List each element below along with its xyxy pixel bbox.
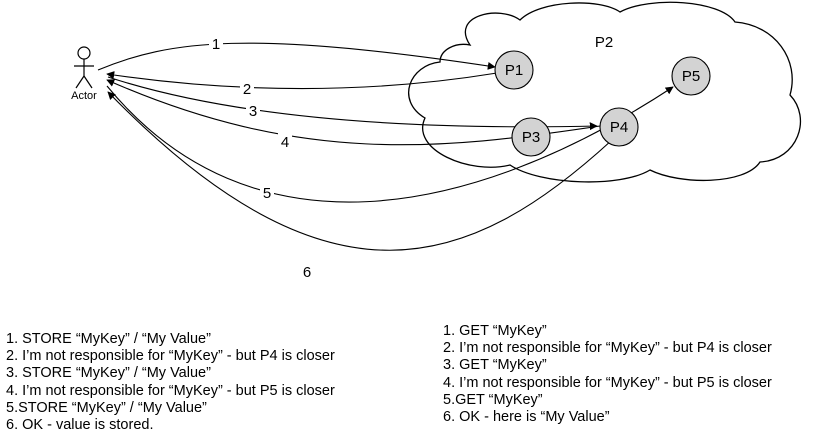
svg-text:3: 3 [249,103,257,120]
node-p1: P1 [494,50,534,90]
edge-label-3: 3 [246,102,260,120]
svg-text:6: 6 [303,264,311,281]
svg-text:1: 1 [212,36,220,53]
svg-text:P1: P1 [505,62,523,79]
get-steps-list: 1. GET “MyKey” 2. I’m not responsible fo… [443,323,772,426]
get-step-3: 3. GET “MyKey” [443,357,547,374]
get-step-1: 1. GET “MyKey” [443,323,547,339]
edge-label-1: 1 [209,35,223,53]
svg-text:2: 2 [243,81,251,98]
get-step-6: 6. OK - here is “My Value” [443,409,610,426]
node-p2: P2 [585,23,623,61]
edge-6 [107,91,613,251]
store-step-2: 2. I’m not responsible for “MyKey” - but… [6,348,335,365]
get-step-2: 2. I’m not responsible for “MyKey” - but… [443,340,772,357]
svg-text:P3: P3 [522,129,540,146]
edge-2 [106,71,498,90]
svg-text:P4: P4 [610,119,628,136]
get-step-5: 5.GET “MyKey” [443,391,543,408]
edge-label-4: 4 [278,133,292,151]
node-p3: P3 [511,117,551,157]
svg-text:P2: P2 [595,34,613,51]
node-p4: P4 [599,107,639,147]
get-step-4: 4. I’m not responsible for “MyKey” - but… [443,374,772,391]
edge-label-2: 2 [240,80,254,98]
store-step-4: 4. I’m not responsible for “MyKey” - but… [6,382,335,399]
store-step-3: 3. STORE “MyKey” / “My Value” [6,365,211,382]
kademlia-diagram: Actor 1 2 3 4 5 6 P2 P1 [71,1,801,281]
svg-text:P5: P5 [682,68,700,85]
svg-text:5: 5 [263,185,271,202]
actor-icon [74,46,94,89]
store-step-5: 5.STORE “MyKey” / “My Value” [6,399,207,416]
actor-label: Actor [71,90,97,102]
store-step-1: 1. STORE “MyKey” / “My Value” [6,331,211,347]
edge-label-6: 6 [300,263,314,281]
edge-1 [97,42,496,71]
store-step-6: 6. OK - value is stored. [6,417,154,434]
edge-5 [106,85,674,203]
store-steps-list: 1. STORE “MyKey” / “My Value” 2. I’m not… [6,331,335,434]
node-p5: P5 [671,56,711,96]
network-cloud [408,1,801,183]
svg-text:4: 4 [281,134,289,151]
edge-label-5: 5 [260,184,274,202]
